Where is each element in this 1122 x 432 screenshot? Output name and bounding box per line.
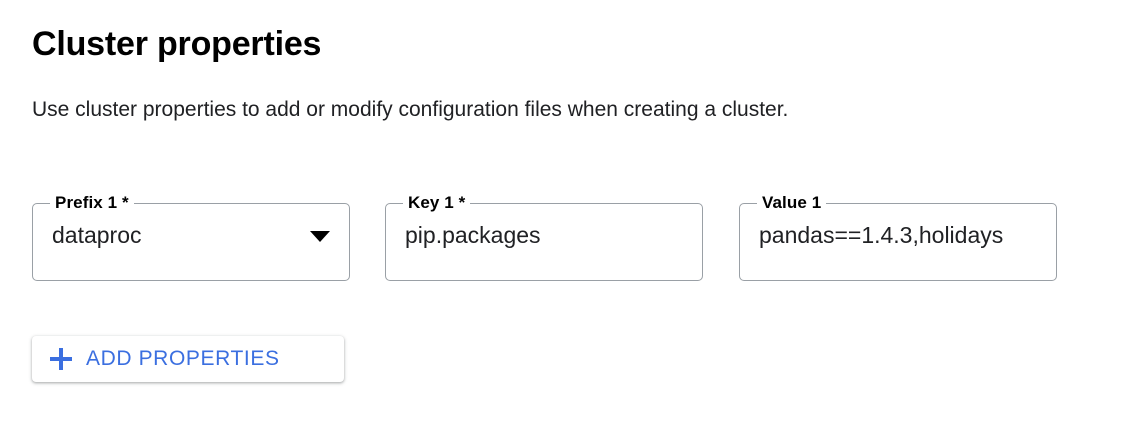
key-field-label: Key 1 *	[403, 192, 471, 214]
prefix-select-value[interactable]	[52, 219, 298, 251]
page-title: Cluster properties	[32, 25, 322, 63]
key-field[interactable]: Key 1 *	[385, 192, 703, 281]
value-field-label: Value 1	[757, 192, 827, 214]
chevron-down-icon[interactable]	[310, 231, 330, 242]
page-description: Use cluster properties to add or modify …	[32, 98, 789, 121]
properties-row: Prefix 1 * Key 1 * Value 1	[32, 192, 1090, 283]
prefix-field[interactable]: Prefix 1 *	[32, 192, 350, 281]
add-properties-label: ADD PROPERTIES	[86, 347, 280, 370]
value-input[interactable]	[759, 219, 1037, 251]
value-field[interactable]: Value 1	[739, 192, 1057, 281]
add-properties-button[interactable]: ADD PROPERTIES	[32, 336, 344, 382]
key-input[interactable]	[405, 219, 683, 251]
plus-icon	[50, 348, 72, 370]
prefix-field-label: Prefix 1 *	[50, 192, 134, 214]
